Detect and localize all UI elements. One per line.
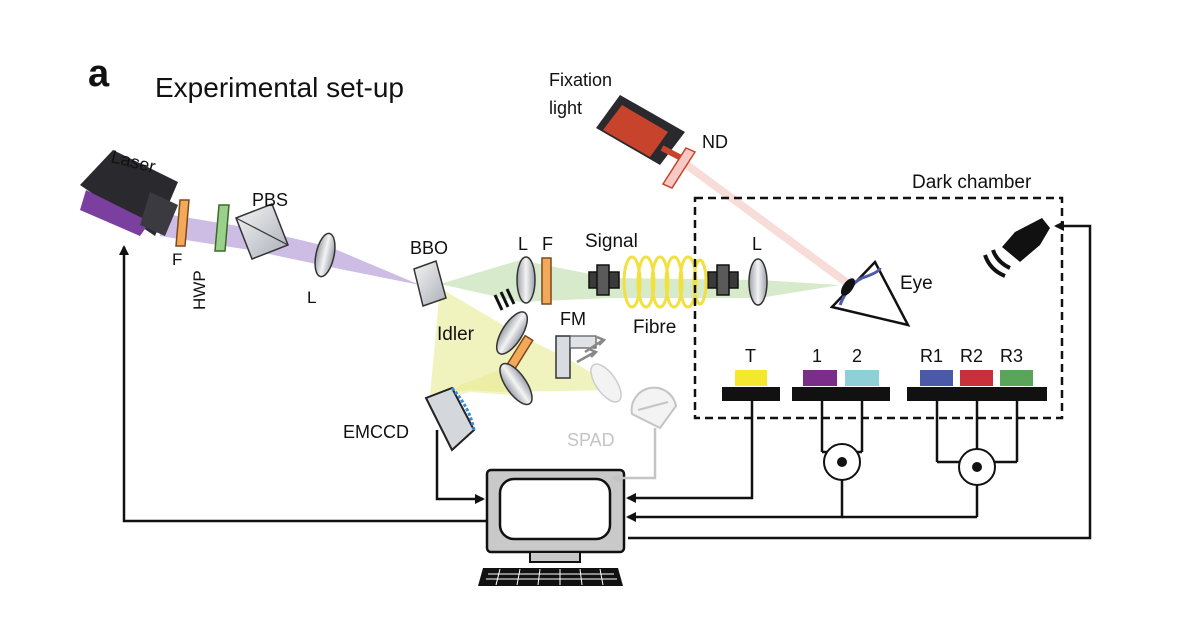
logic-gate-1 — [823, 443, 861, 481]
lens-label-1: L — [307, 288, 316, 307]
lens-spad — [590, 363, 622, 403]
hwp-label: HWP — [190, 270, 209, 310]
lens-1 — [314, 232, 336, 278]
lens-idler-2 — [499, 362, 533, 406]
speaker-icon — [983, 218, 1050, 278]
laser-source — [80, 150, 178, 236]
bbo-label: BBO — [410, 238, 448, 258]
nd-filter — [661, 147, 697, 189]
button-t — [735, 370, 767, 386]
button-label-r1: R1 — [920, 346, 943, 366]
half-wave-plate — [214, 204, 230, 252]
button-label-2: 2 — [852, 346, 862, 366]
dark-chamber-label: Dark chamber — [912, 172, 1032, 193]
idler-label: Idler — [437, 324, 475, 345]
lens-eye — [748, 258, 768, 306]
button-r2 — [960, 370, 993, 386]
fibre-label: Fibre — [633, 317, 676, 338]
button-base-12 — [792, 387, 890, 401]
idler-beam-to-camera — [440, 368, 520, 400]
nd-label: ND — [702, 132, 728, 152]
button-2 — [845, 370, 879, 386]
signal-connections — [119, 221, 1092, 540]
button-r1 — [920, 370, 953, 386]
filter-f-signal — [541, 257, 552, 305]
filter-label-signal: F — [542, 234, 553, 254]
fixation-light — [596, 95, 687, 165]
fibre-coupler-in — [588, 264, 620, 296]
panel-letter: a — [88, 53, 110, 95]
pbs-label: PBS — [252, 190, 288, 210]
fibre-coupler-out — [707, 264, 739, 296]
fixation-beam — [677, 156, 853, 289]
fixation-label-line2: light — [549, 98, 582, 118]
lens-label-eye: L — [752, 234, 762, 254]
speaker-wire — [628, 221, 1092, 540]
filter-f-1 — [175, 199, 190, 247]
emccd-label: EMCCD — [343, 422, 409, 442]
spad-wire — [611, 428, 657, 483]
lens-idler-1 — [495, 311, 529, 355]
beam-dump — [493, 288, 516, 311]
polarising-beam-splitter — [235, 203, 289, 260]
button-base-r — [907, 387, 1047, 401]
eye-label: Eye — [900, 273, 933, 294]
lens-label-signal: L — [518, 234, 528, 254]
flip-mirror — [555, 335, 597, 379]
laser-control-wire — [119, 245, 487, 523]
trigger-wire — [626, 401, 754, 503]
bbo-crystal — [413, 260, 447, 307]
flip-arrows-icon — [576, 335, 607, 364]
logic-gate-2 — [958, 448, 996, 486]
dark-chamber-box — [693, 196, 1064, 420]
emccd-camera — [424, 386, 476, 452]
button-1 — [803, 370, 837, 386]
fixation-label-line1: Fixation — [549, 70, 612, 90]
fibre-coil — [622, 255, 708, 309]
lens-signal — [516, 256, 536, 304]
eye-icon — [829, 259, 911, 327]
button-label-1: 1 — [812, 346, 822, 366]
figure-title: Experimental set-up — [155, 72, 404, 103]
computer-icon — [478, 468, 626, 586]
emccd-wire — [435, 430, 485, 504]
signal-label: Signal — [585, 231, 638, 252]
button-base-t — [722, 387, 780, 401]
button-r3 — [1000, 370, 1033, 386]
spad-detector — [630, 386, 678, 430]
button-label-r3: R3 — [1000, 346, 1023, 366]
fm-label: FM — [560, 309, 586, 329]
filter-label-1: F — [172, 250, 182, 269]
button-label-t: T — [745, 346, 756, 366]
button-label-r2: R2 — [960, 346, 983, 366]
spad-label: SPAD — [567, 430, 615, 450]
